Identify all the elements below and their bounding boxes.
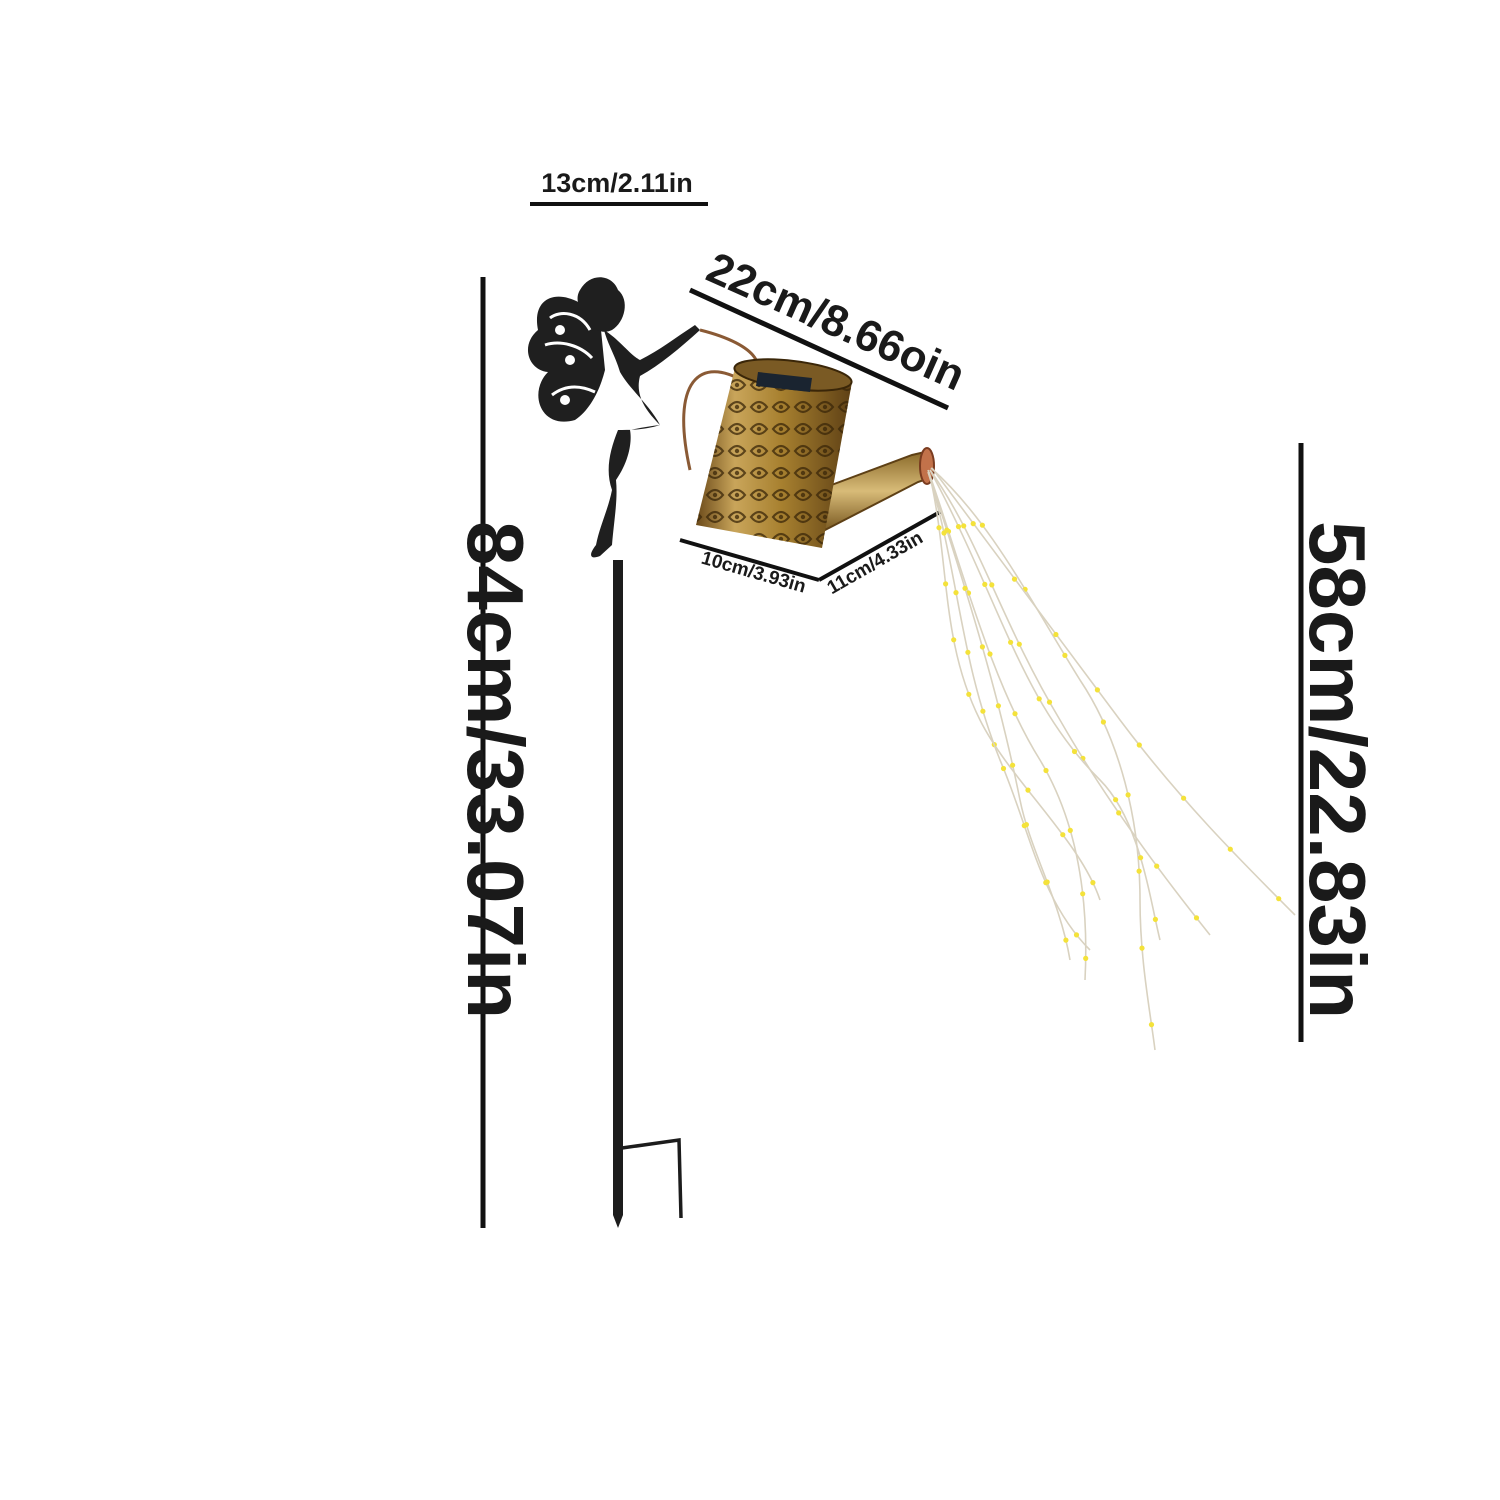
stake-width-label: 13cm/2.11in (541, 168, 693, 198)
led-bulb (1083, 955, 1089, 962)
wing-hole (555, 325, 565, 335)
led-bulb (979, 644, 986, 650)
spout-rose (919, 447, 935, 485)
led-bulb (1025, 787, 1031, 793)
led-bulb (1125, 792, 1131, 798)
led-bulb (1063, 937, 1069, 943)
led-bulb (1046, 699, 1053, 705)
led-bulb (1139, 945, 1145, 951)
stake-tip (613, 1215, 623, 1228)
led-bulb (941, 530, 947, 536)
led-bulb (1154, 863, 1160, 869)
stake-foot-bar (621, 1137, 683, 1219)
spout-length-label: 11cm/4.33in (824, 527, 927, 599)
spout-length-line (818, 510, 941, 582)
led-bulb (987, 651, 993, 657)
led-bulb (1043, 880, 1049, 886)
led-bulb (1043, 767, 1049, 774)
led-bulb (982, 581, 988, 588)
led-bulb (1227, 846, 1233, 852)
wing-pattern (544, 312, 596, 397)
led-bulb (965, 649, 971, 655)
led-bulb (936, 525, 942, 531)
light-strand (930, 467, 1156, 1051)
total-height-label: 84cm/33.07in (451, 521, 540, 1019)
wing-hole (560, 395, 570, 405)
led-bulb (995, 703, 1002, 709)
led-bulb (1116, 810, 1122, 816)
string-length-label: 58cm/22.83in (1293, 521, 1382, 1019)
led-bulb (1193, 915, 1200, 921)
led-bulb (1152, 916, 1158, 923)
led-bulb (1094, 687, 1100, 693)
led-bulb (1090, 880, 1096, 886)
light-strand (927, 469, 1087, 981)
led-bulb (1148, 1022, 1155, 1028)
led-bulb (1000, 765, 1007, 772)
string-length-dimension: 58cm/22.83in (1293, 443, 1382, 1042)
watering-can (696, 358, 935, 548)
total-height-dimension: 84cm/33.07in (451, 277, 540, 1228)
led-bulb (1062, 652, 1068, 659)
light-strand (928, 473, 1091, 951)
led-bulb (1073, 932, 1080, 938)
stake-width-dimension: 13cm/2.11in (530, 168, 708, 206)
led-bulb (966, 691, 972, 697)
led-bulb (1181, 795, 1187, 801)
garden-stake (613, 560, 683, 1228)
led-bulb (953, 590, 959, 596)
led-bulb (1067, 827, 1073, 834)
can-height-label: 10cm/3.93in (699, 548, 808, 598)
fairy-lights (927, 467, 1296, 1051)
solar-panel (756, 372, 812, 392)
led-bulb (1060, 832, 1066, 838)
led-bulb (1080, 891, 1086, 897)
stake-pole (613, 560, 623, 1215)
led-bulb (1136, 868, 1142, 874)
can-length-line (688, 287, 950, 411)
led-bulb (1011, 576, 1018, 582)
led-bulb (1276, 896, 1282, 902)
led-bulb (962, 585, 968, 591)
led-bulb (1036, 696, 1042, 702)
led-bulb (1113, 797, 1119, 803)
led-bulb (1138, 855, 1144, 861)
led-bulb (1021, 823, 1027, 829)
can-cutout-pattern (696, 368, 852, 548)
fairy-head (577, 277, 625, 332)
led-bulb (1008, 639, 1014, 645)
led-bulb (943, 581, 949, 587)
led-bulb (989, 582, 995, 588)
led-bulb (951, 637, 957, 643)
light-strand (929, 469, 1161, 941)
led-bulb (1010, 762, 1016, 768)
led-bulb (980, 708, 986, 714)
fairy-silhouette (527, 277, 700, 558)
led-bulb (1053, 631, 1059, 638)
led-bulb (1136, 742, 1142, 748)
led-bulb (955, 524, 962, 530)
wing-hole (565, 355, 575, 365)
led-bulb (1100, 719, 1106, 725)
led-bulb (1071, 748, 1078, 755)
led-bulb (979, 522, 986, 528)
led-bulb (1012, 711, 1018, 717)
light-strand (931, 467, 1296, 916)
led-bulb (970, 521, 976, 527)
can-height-line (679, 538, 820, 582)
fairy-body (591, 325, 700, 558)
led-bulb (1016, 641, 1022, 647)
light-strand (928, 471, 1101, 901)
led-bulb (961, 523, 967, 529)
